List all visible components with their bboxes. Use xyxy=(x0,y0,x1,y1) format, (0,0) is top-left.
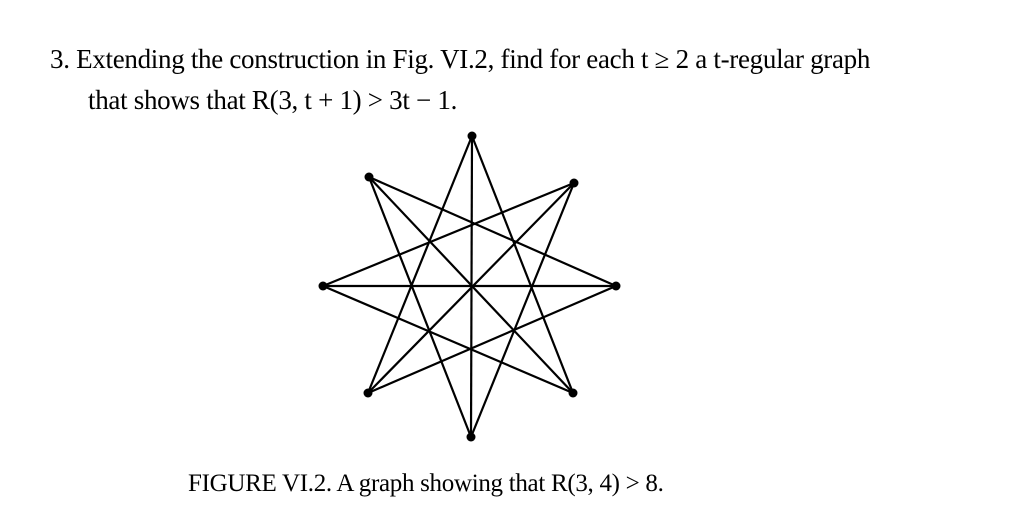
graph-vertex xyxy=(569,178,579,188)
problem-number: 3. xyxy=(50,44,70,74)
graph-edge xyxy=(367,284,617,395)
problem-line-1: 3. Extending the construction in Fig. VI… xyxy=(50,44,870,75)
graph-edge xyxy=(367,182,575,394)
graph-edge xyxy=(469,182,576,438)
graph-vertex xyxy=(467,131,477,141)
figure-caption: FIGURE VI.2. A graph showing that R(3, 4… xyxy=(188,470,664,497)
graph-edge xyxy=(322,181,575,288)
graph-edge xyxy=(368,175,617,288)
graph-vertex xyxy=(364,172,374,182)
graph-vertex xyxy=(318,281,328,291)
graph-vertex xyxy=(466,432,476,442)
problem-text-1: Extending the construction in Fig. VI.2,… xyxy=(76,44,871,74)
problem-text-2: that shows that R(3, t + 1) > 3t − 1. xyxy=(88,85,458,115)
graph-vertex xyxy=(568,388,578,398)
graph-edge xyxy=(322,284,574,395)
graph-edge xyxy=(470,135,575,394)
graph-edge xyxy=(366,135,474,394)
graph-vertex xyxy=(363,388,373,398)
graph-edge xyxy=(368,176,574,394)
graph-vertex xyxy=(611,281,621,291)
graph-edge xyxy=(367,176,473,438)
